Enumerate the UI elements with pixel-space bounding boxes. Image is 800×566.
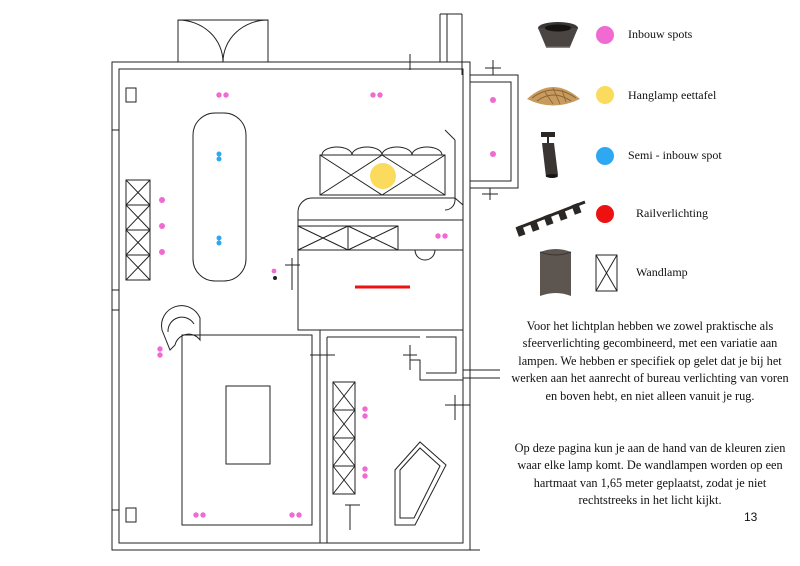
wandlamp-icon — [539, 249, 618, 296]
description-paragraph-2: Op deze pagina kun je aan de hand van de… — [514, 441, 786, 508]
inbouw-spot-markers — [157, 92, 496, 518]
railverlichting-icon — [515, 200, 586, 237]
corner-unit — [394, 441, 447, 526]
door-swing-right — [222, 19, 269, 63]
semi-inbouw-spot-icon — [541, 132, 558, 178]
bar-stools — [321, 146, 443, 156]
outer-wall — [111, 61, 471, 551]
legend-dot-semi-inbouw — [596, 147, 614, 165]
semi-inbouw-spot-markers — [216, 151, 222, 246]
page-number: 13 — [744, 510, 758, 524]
legend-dot-inbouw-spots — [596, 26, 614, 44]
door-swing-left — [177, 19, 224, 63]
description-paragraph-1: Voor het lichtplan hebben we zowel prakt… — [511, 319, 789, 403]
wall-lamp-box — [125, 87, 137, 103]
inbouw-spot-icon — [538, 22, 578, 48]
legend-label-hanglamp: Hanglamp eettafel — [628, 88, 717, 102]
outer-wall-inner — [118, 68, 464, 544]
legend-label-wandlamp: Wandlamp — [636, 265, 688, 279]
legend-dot-railverlichting — [596, 205, 614, 223]
dining-table — [192, 112, 247, 282]
legend-label-inbouw-spots: Inbouw spots — [628, 27, 693, 41]
wall-lamp-box — [125, 507, 137, 523]
legend-label-railverlichting: Railverlichting — [636, 206, 708, 220]
coffee-table — [225, 385, 271, 465]
right-wall — [470, 74, 519, 189]
legend-dot-hanglamp — [596, 86, 614, 104]
legend-label-semi-inbouw: Semi - inbouw spot — [628, 148, 722, 162]
right-wall-inner — [470, 81, 512, 182]
living-area — [181, 334, 313, 526]
hanglamp-marker — [370, 163, 396, 189]
hanglamp-icon — [527, 87, 580, 106]
armchair — [161, 305, 201, 351]
